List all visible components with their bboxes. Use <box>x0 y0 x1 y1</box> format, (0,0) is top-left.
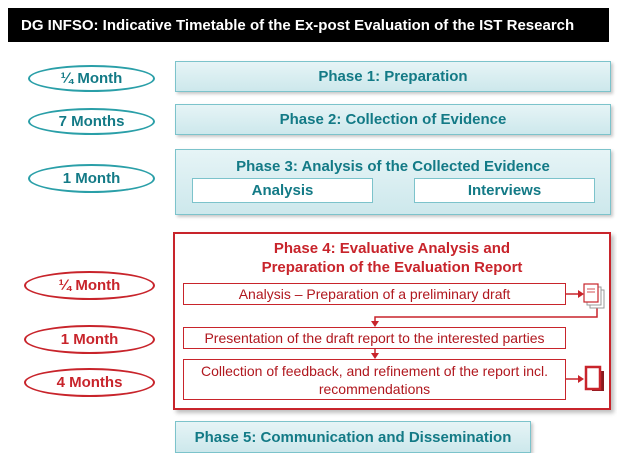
connector-arrowhead <box>578 290 584 298</box>
phase4-step3: Collection of feedback, and refinement o… <box>183 359 566 400</box>
duration-phase4-step1: ¼ Month <box>24 271 155 300</box>
duration-phase3: 1 Month <box>28 164 155 193</box>
phase4-step1: Analysis – Preparation of a preliminary … <box>183 283 566 305</box>
stacked-pages-icon <box>583 283 605 309</box>
phase2-box: Phase 2: Collection of Evidence <box>175 104 611 135</box>
duration-phase1: ¼ Month <box>28 65 155 92</box>
connector-arrowhead <box>578 375 584 383</box>
phase3-title: Phase 3: Analysis of the Collected Evide… <box>236 158 550 175</box>
connector-elbow <box>374 305 598 323</box>
page-title: DG INFSO: Indicative Timetable of the Ex… <box>8 8 609 42</box>
connector-arrowhead <box>371 353 379 359</box>
phase3-sub-interviews: Interviews <box>414 178 595 203</box>
phase4-title-line1: Phase 4: Evaluative Analysis and <box>273 240 511 257</box>
document-icon <box>584 365 604 391</box>
phase5-box: Phase 5: Communication and Dissemination <box>175 421 531 453</box>
phase1-box: Phase 1: Preparation <box>175 61 611 92</box>
connector-arrowhead <box>371 321 379 327</box>
duration-phase4-step3: 4 Months <box>24 368 155 397</box>
phase4-step2: Presentation of the draft report to the … <box>183 327 566 349</box>
duration-phase2: 7 Months <box>28 108 155 135</box>
duration-phase4-step2: 1 Month <box>24 325 155 354</box>
phase4-title-line2: Preparation of the Evaluation Report <box>261 259 523 276</box>
phase3-sub-analysis: Analysis <box>192 178 373 203</box>
